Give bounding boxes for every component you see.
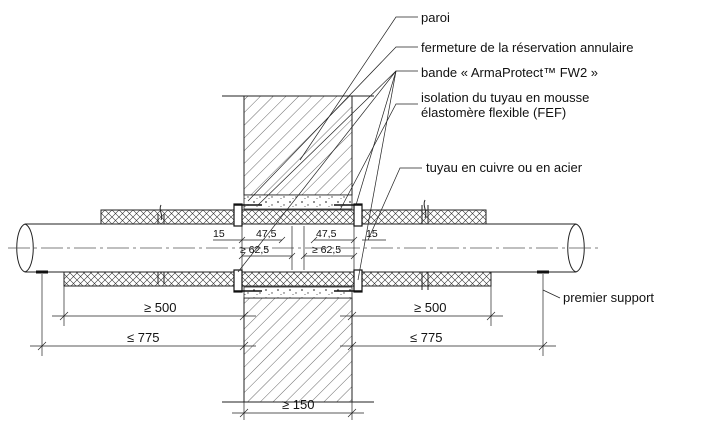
- armaprotect-band: [233, 203, 363, 293]
- dim-offset-left: 15: [213, 228, 225, 240]
- label-band: bande « ArmaProtect™ FW2 »: [421, 65, 598, 80]
- leader-lines: [237, 16, 422, 281]
- dim-right-min: ≥ 500: [414, 300, 446, 315]
- wall: [222, 95, 374, 403]
- dim-band-overlap-right: ≥ 62,5: [312, 244, 341, 256]
- dim-left-min: ≥ 500: [144, 300, 176, 315]
- dimension-lines: ≥ 500 ≥ 500 ≤ 775 ≤ 775 ≥ 150: [30, 300, 556, 418]
- dim-offset-right: 15: [366, 228, 378, 240]
- annular-closure: [243, 194, 353, 299]
- dim-left-max: ≤ 775: [127, 330, 159, 345]
- extension-lines: [63, 286, 492, 420]
- label-wall: paroi: [421, 10, 450, 25]
- label-support: premier support: [563, 290, 654, 305]
- pipe: [8, 199, 598, 290]
- dim-wall-thickness: ≥ 150: [282, 397, 314, 412]
- dim-band-width-right: 47,5: [316, 228, 337, 240]
- label-closure: fermeture de la réservation annulaire: [421, 40, 633, 55]
- dim-right-max: ≤ 775: [410, 330, 442, 345]
- label-insulation-line1: isolation du tuyau en mousse: [421, 90, 589, 105]
- dim-band-width-left: 47,5: [256, 228, 277, 240]
- labels: paroi fermeture de la réservation annula…: [421, 10, 654, 305]
- band-dimensions: 47,5 47,5 ≥ 62,5 ≥ 62,5 15 15: [213, 226, 386, 270]
- dim-band-overlap-left: ≥ 62,5: [240, 244, 269, 256]
- label-pipe: tuyau en cuivre ou en acier: [426, 160, 583, 175]
- label-insulation-line2: élastomère flexible (FEF): [421, 105, 566, 120]
- supports: [36, 270, 561, 356]
